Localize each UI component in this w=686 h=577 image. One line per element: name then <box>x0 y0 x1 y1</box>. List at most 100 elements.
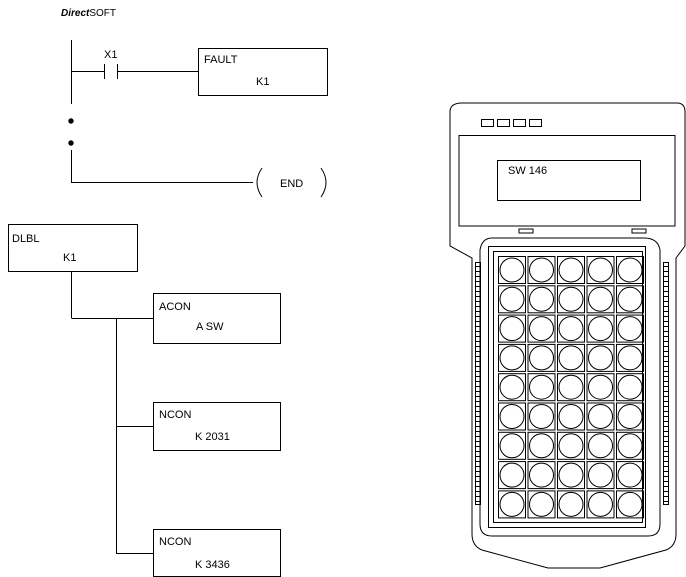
ncon1-value: K 2031 <box>195 431 230 443</box>
indicator-led-3 <box>513 119 526 127</box>
key-9-5-frame <box>616 490 644 519</box>
key-8-3-frame <box>557 461 585 490</box>
key-2-4-frame <box>586 285 615 314</box>
display-text: SW 146 <box>508 165 547 177</box>
key-7-1-frame <box>498 431 526 460</box>
key-4-2-frame <box>527 343 556 372</box>
left-grip <box>475 262 481 505</box>
key-5-3 <box>558 374 584 400</box>
key-7-1 <box>499 433 525 459</box>
key-4-4 <box>588 345 613 371</box>
key-9-2-frame <box>527 490 556 519</box>
contact-x1-label: X1 <box>104 49 117 61</box>
key-5-5-frame <box>616 373 644 402</box>
dlbl-box <box>8 224 138 272</box>
brand-title: DirectSOFT <box>61 8 116 19</box>
end-coil-right-paren <box>320 167 327 198</box>
key-7-4-frame <box>586 431 615 460</box>
keypad-frame-outer <box>479 237 661 537</box>
key-7-5 <box>617 433 643 459</box>
key-2-2-frame <box>527 285 556 314</box>
clip-tab-left <box>518 228 534 234</box>
key-5-1-frame <box>498 373 526 402</box>
key-9-1-frame <box>498 490 526 519</box>
key-4-5-frame <box>616 343 644 372</box>
key-1-2 <box>529 257 554 283</box>
key-6-3-frame <box>557 402 585 431</box>
key-2-2 <box>529 286 554 312</box>
ncon-box-1 <box>153 402 281 451</box>
key-2-1-frame <box>498 285 526 314</box>
key-1-1-frame <box>498 256 526 284</box>
key-3-1-frame <box>498 314 526 343</box>
key-6-3 <box>558 404 584 429</box>
key-5-1 <box>499 374 525 400</box>
display-bezel <box>458 135 676 227</box>
brand-prefix: Direct <box>61 8 90 19</box>
continuation-dot-1 <box>68 118 74 124</box>
key-3-1 <box>499 316 525 342</box>
key-1-5-frame <box>616 256 644 284</box>
key-2-3 <box>558 286 584 312</box>
key-2-5-frame <box>616 285 644 314</box>
key-6-4-frame <box>586 402 615 431</box>
indicator-led-1 <box>481 119 494 127</box>
key-3-5-frame <box>616 314 644 343</box>
indicator-led-2 <box>497 119 510 127</box>
acon-box <box>153 293 281 344</box>
key-8-4-frame <box>586 461 615 490</box>
key-9-5 <box>617 491 643 517</box>
key-4-5 <box>617 345 643 371</box>
key-8-1-frame <box>498 461 526 490</box>
keypad-frame-middle <box>488 246 646 528</box>
key-6-5 <box>617 404 643 429</box>
brand-suffix: SOFT <box>89 8 116 19</box>
key-4-3 <box>558 345 584 371</box>
key-6-4 <box>588 404 613 429</box>
key-9-4-frame <box>586 490 615 519</box>
key-6-2 <box>529 404 554 429</box>
key-3-4-frame <box>586 314 615 343</box>
key-6-1 <box>499 404 525 429</box>
ncon2-value: K 3436 <box>195 559 230 571</box>
key-4-4-frame <box>586 343 615 372</box>
key-8-5-frame <box>616 461 644 490</box>
key-3-2-frame <box>527 314 556 343</box>
key-3-2 <box>529 316 554 342</box>
key-9-3 <box>558 491 584 517</box>
key-7-5-frame <box>616 431 644 460</box>
key-8-3 <box>558 462 584 488</box>
key-6-2-frame <box>527 402 556 431</box>
fault-box <box>198 48 328 96</box>
key-4-1-frame <box>498 343 526 372</box>
key-3-3 <box>558 316 584 342</box>
key-9-1 <box>499 491 525 517</box>
key-5-3-frame <box>557 373 585 402</box>
key-5-2 <box>529 374 554 400</box>
key-4-1 <box>499 345 525 371</box>
key-4-3-frame <box>557 343 585 372</box>
key-3-5 <box>617 316 643 342</box>
key-1-5 <box>617 257 643 283</box>
key-9-4 <box>588 491 613 517</box>
key-5-2-frame <box>527 373 556 402</box>
key-2-4 <box>588 286 613 312</box>
key-7-2 <box>529 433 554 459</box>
fault-title: FAULT <box>204 54 238 66</box>
key-1-3-frame <box>557 256 585 284</box>
key-7-2-frame <box>527 431 556 460</box>
key-4-2 <box>529 345 554 371</box>
key-5-4 <box>588 374 613 400</box>
key-1-2-frame <box>527 256 556 284</box>
key-2-5 <box>617 286 643 312</box>
display-screen <box>497 160 641 201</box>
clip-tab-right <box>631 228 647 234</box>
key-1-4-frame <box>586 256 615 284</box>
ncon1-title: NCON <box>159 409 191 421</box>
key-9-3-frame <box>557 490 585 519</box>
dlbl-title: DLBL <box>12 233 40 245</box>
key-1-3 <box>558 257 584 283</box>
end-coil-left-paren <box>256 167 263 198</box>
key-2-1 <box>499 286 525 312</box>
